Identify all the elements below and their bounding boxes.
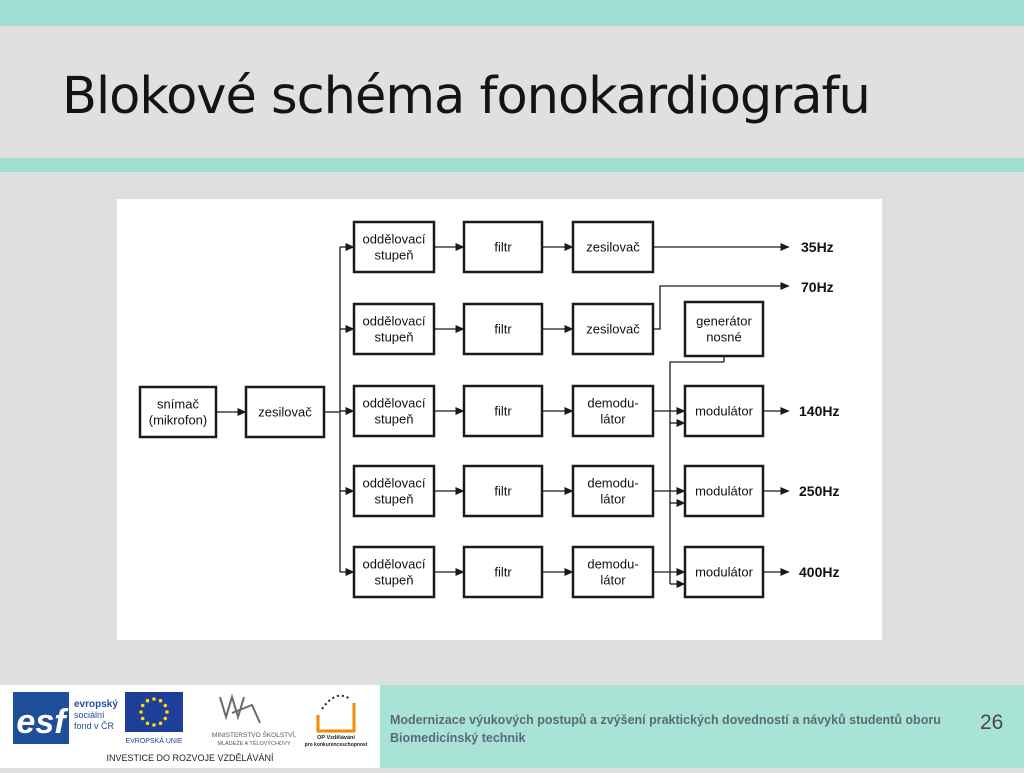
footer: esf evropský sociální fond v ČR EVROPSKÁ…	[0, 685, 1024, 768]
output-frequency-label: 35Hz	[801, 239, 834, 255]
separation-stage-block-label: stupeň	[374, 330, 413, 345]
modulator-block-label: modulátor	[695, 484, 753, 499]
filter-block: filtr	[462, 302, 544, 356]
source-block-label: snímač	[157, 397, 199, 412]
eu-star-icon	[145, 721, 150, 726]
msmt-logo: MINISTERSTVO ŠKOLSTVÍ, MLÁDEŽE A TĚLOVÝC…	[212, 693, 296, 747]
modulator-block: modulátor	[683, 384, 765, 438]
modulator-block-label: modulátor	[695, 404, 753, 419]
separation-stage-block-label: oddělovací	[363, 232, 426, 247]
filter-block-label: filtr	[494, 322, 512, 337]
filter-block: filtr	[462, 384, 544, 438]
eu-star-icon	[139, 710, 143, 714]
filter-block-label: filtr	[494, 484, 512, 499]
channel-amplifier-block: zesilovač	[571, 302, 655, 356]
demodulator-block: demodu-látor	[571, 464, 655, 518]
carrier-generator-block-label: nosné	[706, 330, 741, 345]
modulator-block-label: modulátor	[695, 565, 753, 580]
top-accent-band	[0, 0, 1024, 26]
op-line-2: pro konkurenceschopnost	[305, 742, 368, 748]
esf-logo-line-1: evropský	[74, 699, 118, 710]
separation-stage-block-label: stupeň	[374, 492, 413, 507]
separation-stage-block-label: stupeň	[374, 573, 413, 588]
filter-block-label: filtr	[494, 404, 512, 419]
modulator-block: modulátor	[683, 464, 765, 518]
eu-star-icon	[163, 716, 168, 721]
demodulator-block-label: látor	[600, 412, 626, 427]
eu-star-icon	[163, 703, 168, 708]
eu-star-icon	[145, 698, 150, 703]
filter-block-label: filtr	[494, 565, 512, 580]
eu-star-icon	[152, 723, 156, 727]
carrier-bus-line	[669, 361, 724, 584]
demodulator-block-label: demodu-	[587, 557, 638, 572]
separation-stage-block-label: oddělovací	[363, 557, 426, 572]
msmt-line-1: MINISTERSTVO ŠKOLSTVÍ,	[212, 730, 296, 739]
slide-title: Blokové schéma fonokardiografu	[62, 67, 871, 126]
output-frequency-label: 400Hz	[799, 564, 839, 580]
main-amplifier-block-label: zesilovač	[258, 405, 312, 420]
separation-stage-block-label: stupeň	[374, 412, 413, 427]
separator-band	[0, 158, 1024, 172]
separation-stage-block-label: oddělovací	[363, 314, 426, 329]
eu-star-icon	[158, 721, 163, 726]
separation-stage-block-label: oddělovací	[363, 396, 426, 411]
separation-stage-block-label: oddělovací	[363, 476, 426, 491]
eu-star-icon	[165, 710, 169, 714]
carrier-generator-block-label: generátor	[696, 314, 752, 329]
main-amplifier-block: zesilovač	[244, 385, 326, 439]
channel-amplifier-block: zesilovač	[571, 220, 655, 274]
output-frequency-label: 250Hz	[799, 483, 839, 499]
demodulator-block-label: demodu-	[587, 396, 638, 411]
eu-star-icon	[140, 703, 145, 708]
op-line-1: OP Vzdělávání	[317, 735, 355, 741]
filter-block: filtr	[462, 464, 544, 518]
page-number: 26	[980, 711, 1004, 734]
channel-amplifier-block-label: zesilovač	[586, 322, 640, 337]
source-block-label: (mikrofon)	[149, 413, 208, 428]
source-block: snímač(mikrofon)	[138, 385, 218, 439]
filter-block: filtr	[462, 220, 544, 274]
esf-logo-text: esf	[16, 703, 69, 741]
separation-stage-block-label: stupeň	[374, 248, 413, 263]
modulator-block: modulátor	[683, 545, 765, 599]
output-frequency-label: 70Hz	[801, 279, 834, 295]
footer-text: Modernizace výukových postupů a zvýšení …	[390, 713, 941, 745]
demodulator-block: demodu-látor	[571, 545, 655, 599]
filter-block: filtr	[462, 545, 544, 599]
investment-slogan: INVESTICE DO ROZVOJE VZDĚLÁVÁNÍ	[106, 753, 274, 763]
esf-logo-line-3: fond v ČR	[74, 721, 115, 731]
eu-star-icon	[152, 697, 156, 701]
eu-label: EVROPSKÁ UNIE	[125, 736, 183, 745]
title-area	[0, 26, 1024, 158]
esf-logo-line-2: sociální	[74, 710, 105, 720]
demodulator-block: demodu-látor	[571, 384, 655, 438]
msmt-line-2: MLÁDEŽE A TĚLOVÝCHOVY	[217, 739, 291, 747]
demodulator-block-label: demodu-	[587, 476, 638, 491]
output-arrow	[653, 282, 790, 330]
eu-star-icon	[158, 698, 163, 703]
filter-block-label: filtr	[494, 240, 512, 255]
op-vk-logo: OP Vzdělávání pro konkurenceschopnost	[305, 694, 368, 748]
output-frequency-label: 140Hz	[799, 403, 839, 419]
eu-flag-logo: EVROPSKÁ UNIE	[125, 692, 183, 745]
eu-star-icon	[140, 716, 145, 721]
channel-amplifier-block-label: zesilovač	[586, 240, 640, 255]
funding-logos: esf evropský sociální fond v ČR EVROPSKÁ…	[0, 685, 380, 768]
esf-logo: esf evropský sociální fond v ČR	[13, 692, 118, 744]
demodulator-block-label: látor	[600, 573, 626, 588]
demodulator-block-label: látor	[600, 492, 626, 507]
